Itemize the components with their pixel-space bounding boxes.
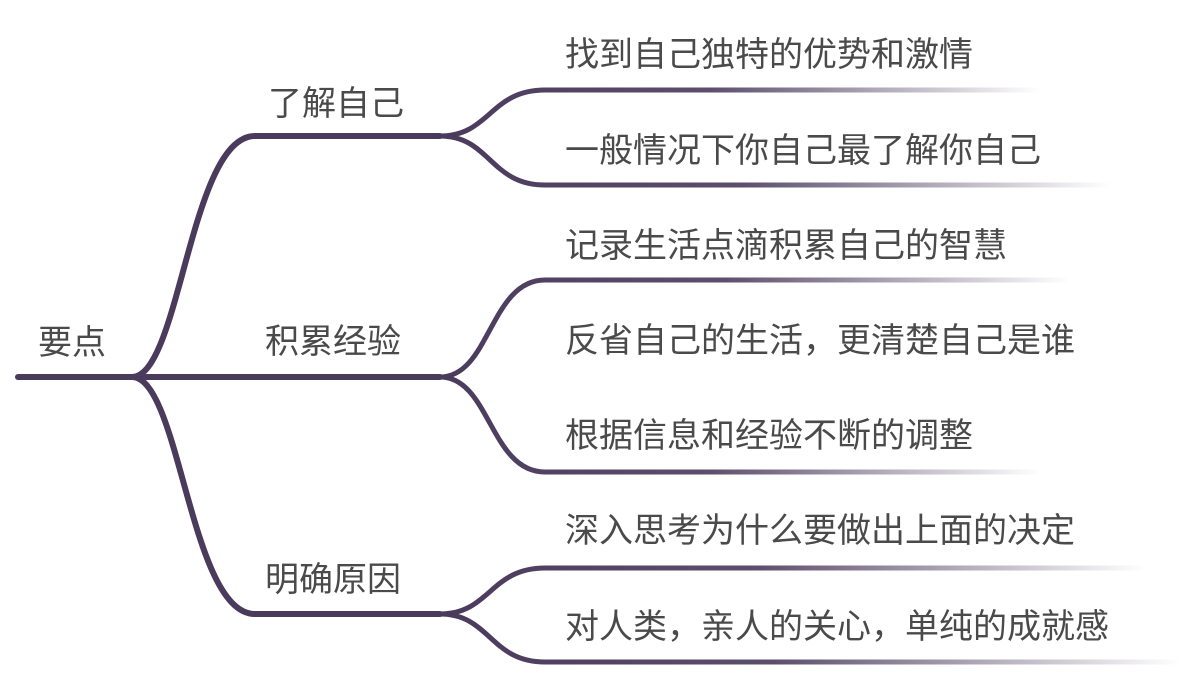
- leaf-label: 深入思考为什么要做出上面的决定: [565, 511, 1075, 551]
- leaf-label: 反省自己的生活，更清楚自己是谁: [565, 321, 1075, 361]
- leaf-connector: [437, 133, 1113, 188]
- branch-label: 明确原因: [265, 560, 401, 600]
- leaf-connector: [437, 611, 1180, 665]
- branch-connector: [129, 133, 443, 380]
- leaf-label: 根据信息和经验不断的调整: [565, 416, 973, 456]
- leaf-connector: [437, 277, 1073, 380]
- leaf-connector: [437, 87, 1043, 139]
- leaf-label: 一般情况下你自己最了解你自己: [565, 131, 1041, 171]
- leaf-label: 记录生活点滴积累自己的智慧: [565, 226, 1007, 266]
- root-label: 要点: [38, 323, 106, 363]
- leaf-label: 找到自己独特的优势和激情: [565, 35, 973, 75]
- branch-label: 了解自己: [268, 84, 404, 124]
- branch-connector: [129, 374, 443, 617]
- branch-label: 积累经验: [265, 322, 401, 362]
- leaf-label: 对人类，亲人的关心，单纯的成就感: [565, 607, 1109, 647]
- leaf-connector: [437, 374, 1043, 475]
- leaf-connector: [437, 565, 1148, 617]
